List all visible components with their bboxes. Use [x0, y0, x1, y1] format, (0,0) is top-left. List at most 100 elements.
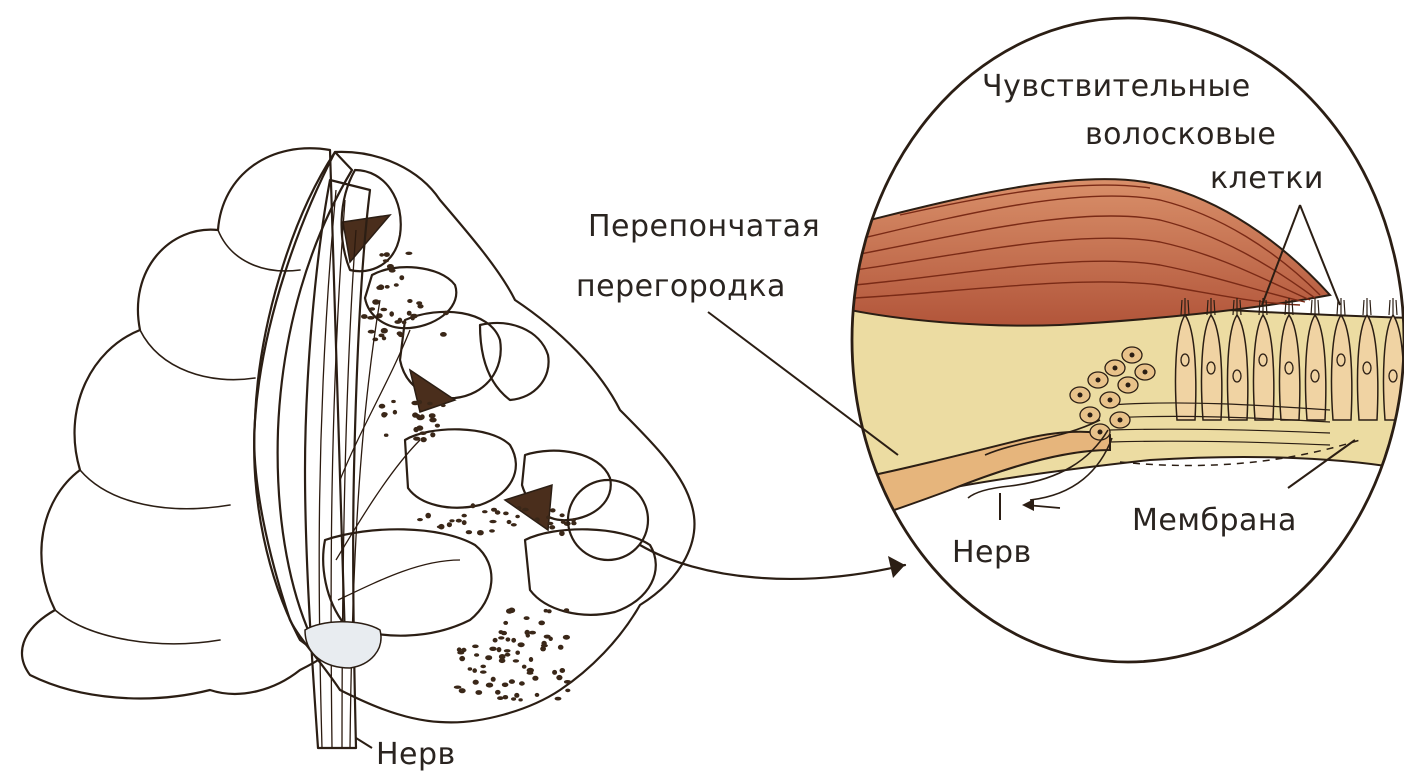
granule [411, 401, 419, 406]
granule [482, 510, 488, 513]
cochlea-bump-low [80, 470, 230, 509]
granule [541, 644, 548, 647]
granule [383, 259, 389, 262]
granule [515, 515, 520, 519]
cochlea-outer-shell [22, 148, 345, 698]
granule [529, 657, 533, 662]
granule [475, 690, 482, 695]
granule [495, 690, 501, 695]
granule [527, 671, 534, 674]
granule [477, 530, 484, 535]
support-cell-nucleus [1143, 370, 1148, 375]
granule [427, 402, 433, 405]
granule [506, 609, 513, 614]
granule [529, 631, 536, 635]
granule [489, 520, 496, 523]
granule [447, 522, 452, 527]
granule [547, 609, 552, 613]
granule [367, 316, 374, 320]
granule [563, 635, 570, 640]
granule [449, 519, 454, 522]
granule [485, 655, 492, 660]
granule [547, 522, 553, 525]
granule [459, 688, 466, 693]
granule [394, 283, 399, 287]
granule [506, 637, 511, 641]
label-hair-cells-line1: Чувствительные [982, 69, 1251, 104]
granule [555, 697, 562, 701]
granule [565, 689, 570, 693]
organ-triangle-3 [505, 485, 552, 530]
granule [522, 508, 529, 512]
granule [416, 425, 423, 430]
granule [438, 524, 444, 530]
granule [420, 437, 426, 442]
granule [544, 635, 551, 639]
granule [472, 668, 477, 673]
granule [511, 523, 517, 526]
support-cell-nucleus [1078, 393, 1083, 398]
label-membranous-septum-line2: перегородка [576, 269, 786, 304]
granule [387, 264, 394, 269]
granule [518, 698, 522, 701]
label-hair-cells-line2: волосковые [1085, 117, 1276, 152]
granule [503, 512, 509, 516]
granule [435, 424, 440, 428]
granule [525, 630, 530, 635]
zoom-arrow [640, 545, 905, 579]
granule [429, 418, 436, 423]
support-cell-nucleus [1096, 378, 1101, 383]
granule [382, 336, 386, 340]
cochlea-granules [361, 252, 577, 702]
granule [491, 677, 496, 682]
granule [462, 514, 467, 518]
granule [502, 683, 509, 688]
cochlea-bump-base [55, 610, 220, 644]
granule [504, 649, 511, 652]
granule [511, 638, 516, 643]
support-cell-nucleus [1098, 430, 1103, 435]
support-cell-nucleus [1108, 398, 1113, 403]
granule [372, 299, 379, 305]
granule [389, 269, 396, 273]
granule [559, 531, 565, 536]
granule [473, 680, 479, 685]
cochlea-organ-triangles [343, 215, 552, 530]
chamber-4 [480, 323, 549, 400]
chamber-2 [365, 267, 456, 328]
granule [454, 686, 462, 689]
granule [441, 404, 446, 407]
granule [564, 608, 569, 612]
granule [517, 506, 522, 510]
granule [384, 252, 390, 257]
granule [361, 314, 368, 319]
granule [524, 616, 530, 620]
granule [493, 638, 498, 643]
granule [468, 667, 473, 670]
granule [498, 636, 504, 639]
label-hair-cells-line3: клетки [1210, 161, 1324, 196]
granule [552, 670, 557, 675]
detail-source-ring [568, 480, 648, 560]
granule [571, 521, 576, 525]
granule [549, 525, 555, 529]
granule [407, 311, 412, 316]
detail-view [850, 18, 1404, 662]
granule [398, 333, 404, 337]
granule [471, 503, 476, 508]
label-membrane: Мембрана [1132, 503, 1297, 538]
granule [480, 665, 486, 669]
support-cell-nucleus [1118, 418, 1123, 423]
granule [369, 307, 375, 310]
granule [384, 434, 389, 437]
granule [420, 431, 427, 435]
granule [474, 653, 479, 657]
label-nerve-main: Нерв [376, 737, 456, 772]
label-membranous-septum-line1: Перепончатая [588, 209, 820, 244]
granule [514, 693, 519, 698]
granule [459, 656, 465, 661]
label-nerve-detail: Нерв [952, 535, 1032, 570]
granule [489, 529, 495, 532]
granule [560, 513, 565, 517]
